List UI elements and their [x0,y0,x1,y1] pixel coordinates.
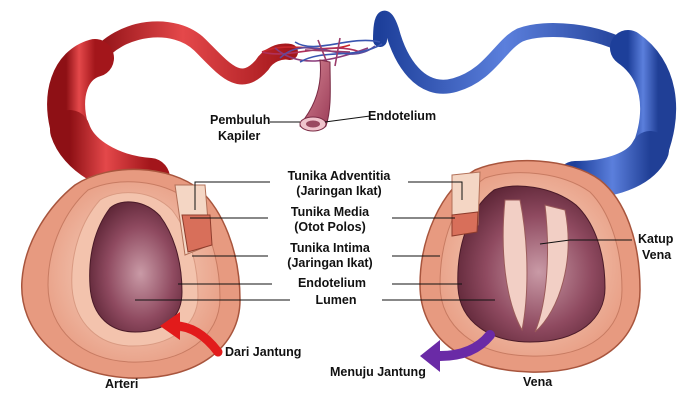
label-vena-valve: Vena [642,248,672,262]
label-endotelium-top: Endotelium [368,109,436,123]
label-arteri: Arteri [105,377,138,391]
label-tunika-media: Tunika Media [291,205,370,219]
flow-arrow-to-heart [420,330,495,372]
label-pembuluh: Pembuluh [210,113,270,127]
label-jaringan-ikat-1: (Jaringan Ikat) [296,184,381,198]
label-lumen: Lumen [316,293,357,307]
capillary-tube [299,59,331,132]
label-otot-polos: (Otot Polos) [294,220,366,234]
vein-cross-section [419,159,641,373]
vein-vessel [373,10,677,199]
label-tunika-adventitia: Tunika Adventitia [288,169,392,183]
flow-arrow-from-heart [160,312,223,357]
artery-vessel [47,21,298,198]
label-menuju-jantung: Menuju Jantung [330,365,426,379]
leader-lines [135,115,632,301]
label-jaringan-ikat-2: (Jaringan Ikat) [287,256,372,270]
capillary-network [261,37,383,67]
label-vena: Vena [523,375,553,389]
label-tunika-intima: Tunika Intima [290,241,371,255]
label-dari-jantung: Dari Jantung [225,345,301,359]
label-endotelium-mid: Endotelium [298,276,366,290]
label-katup: Katup [638,232,674,246]
artery-cross-section [21,168,241,379]
label-kapiler: Kapiler [218,129,261,143]
